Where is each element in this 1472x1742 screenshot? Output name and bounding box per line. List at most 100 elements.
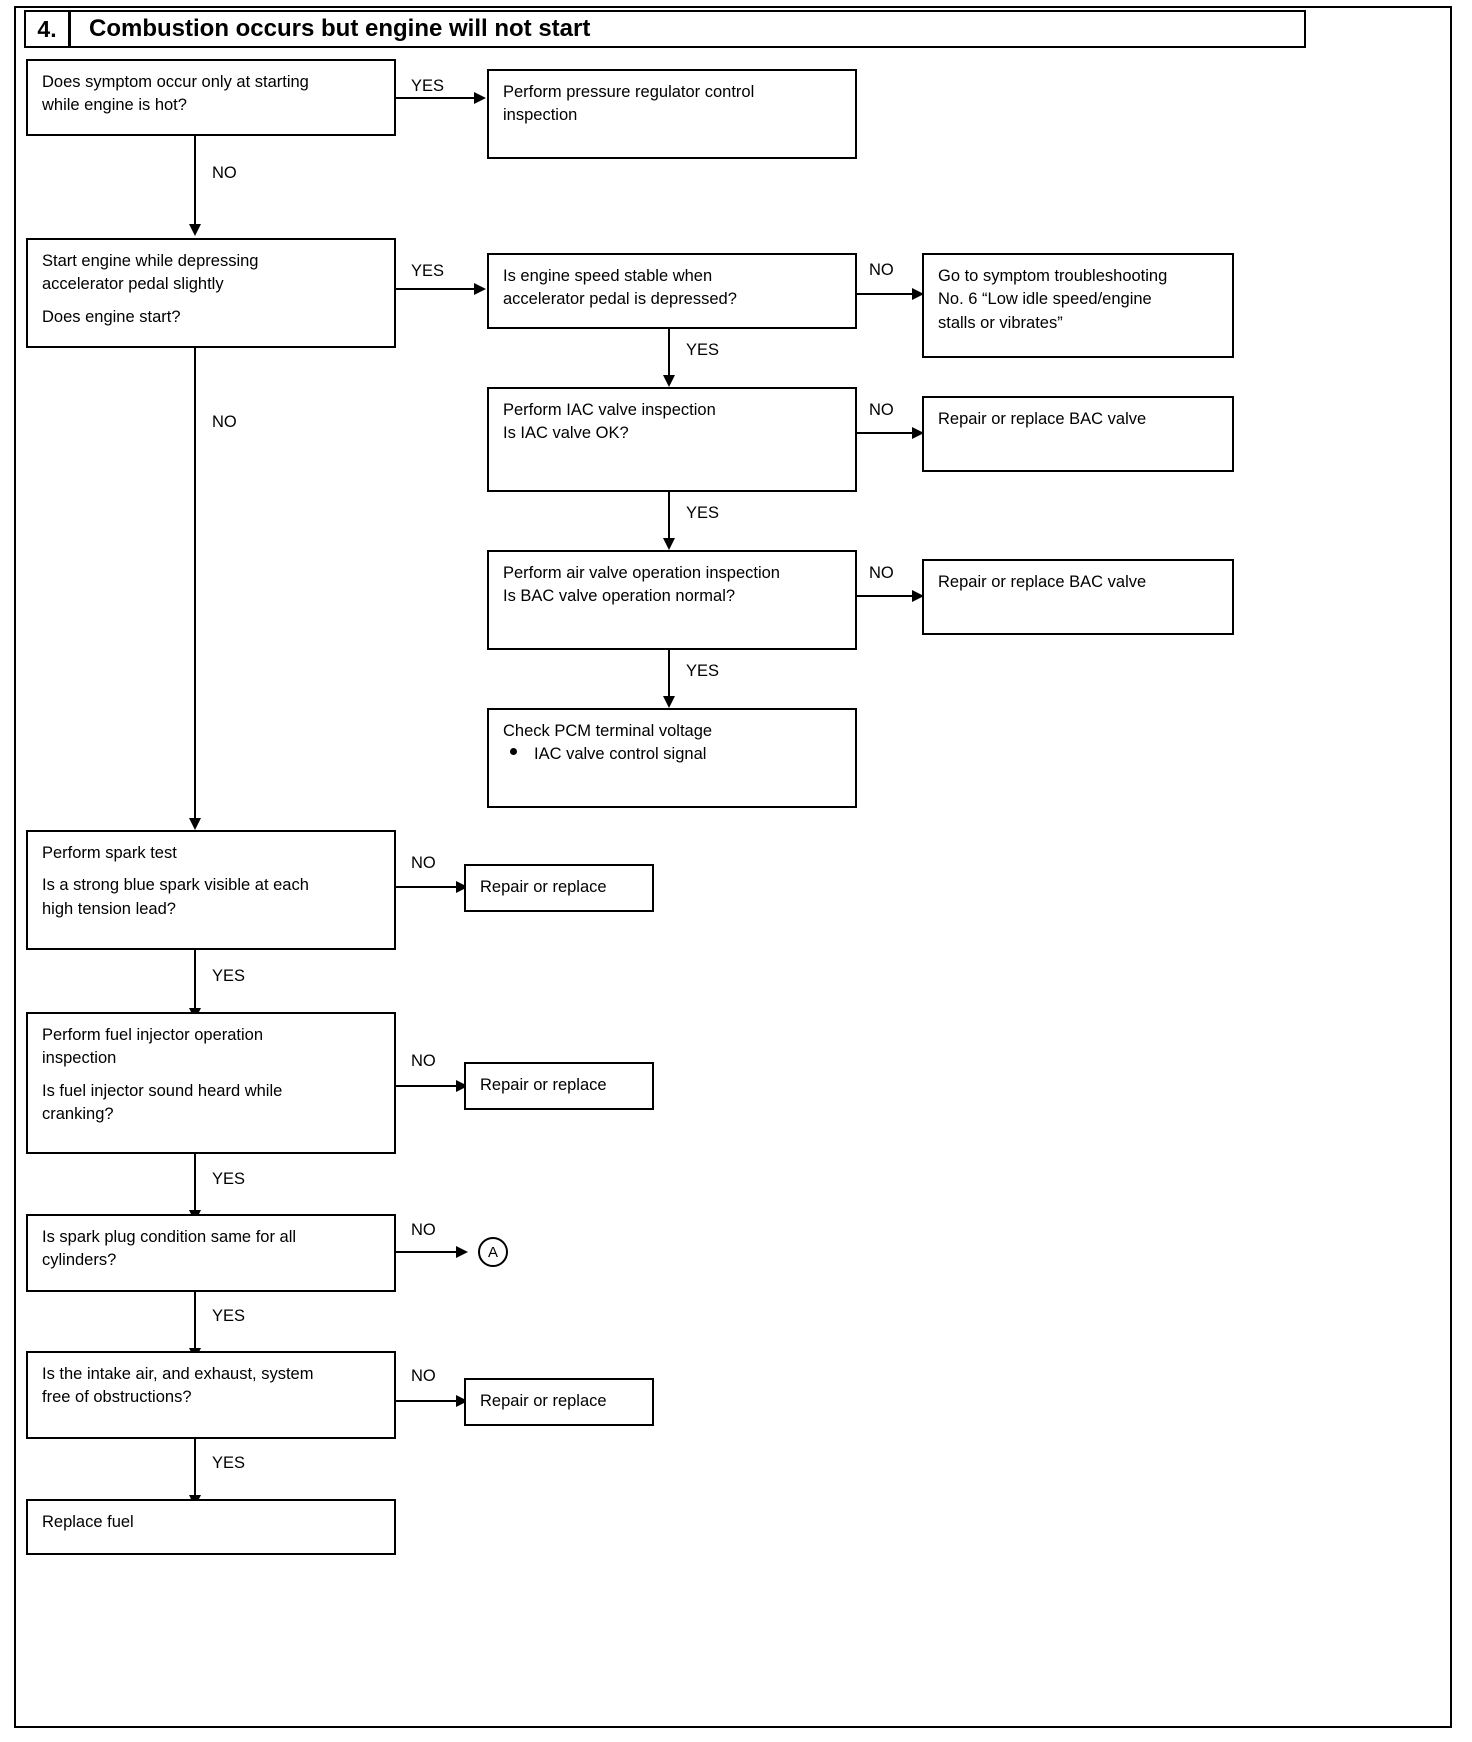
connector-a-symbol: A <box>478 1237 508 1267</box>
box-repair-or-replace-3: Repair or replace <box>464 1378 654 1426</box>
box-line: Replace fuel <box>42 1513 134 1531</box>
box-line: Perform air valve operation inspection <box>503 564 780 582</box>
edge-line <box>396 1251 459 1253</box>
edge-line <box>194 950 196 1010</box>
arrow-head-icon <box>663 696 675 708</box>
box-check-pcm-voltage: Check PCM terminal voltage IAC valve con… <box>487 708 857 808</box>
arrow-head-icon <box>456 1246 468 1258</box>
box-line: IAC valve control signal <box>534 745 707 764</box>
box-line: Start engine while depressing <box>42 252 259 270</box>
box-line: Repair or replace BAC valve <box>938 410 1147 428</box>
edge-label-yes: YES <box>212 1307 246 1325</box>
connector-a-label: A <box>487 1243 498 1261</box>
edge-label-no: NO <box>411 1367 436 1385</box>
bullet-dot-icon <box>510 748 517 756</box>
edge-line <box>396 97 474 99</box>
edge-label-no: NO <box>869 401 894 419</box>
box-line: Does engine start? <box>42 307 181 326</box>
edge-label-yes: YES <box>411 77 445 95</box>
box-line: Repair or replace <box>480 1392 607 1410</box>
box-repair-or-replace-2: Repair or replace <box>464 1062 654 1110</box>
box-line: Is a strong blue spark visible at each <box>42 876 309 895</box>
arrow-head-icon <box>663 375 675 387</box>
edge-line <box>194 136 196 226</box>
edge-label-no: NO <box>869 261 894 279</box>
box-line: Is engine speed stable when <box>503 267 713 285</box>
arrow-head-icon <box>912 427 924 439</box>
box-line: inspection <box>42 1049 117 1068</box>
box-line: Repair or replace BAC valve <box>938 573 1147 591</box>
arrow-head-icon <box>189 224 201 236</box>
edge-label-yes: YES <box>686 662 720 680</box>
box-line: accelerator pedal is depressed? <box>503 290 737 309</box>
box-line: inspection <box>503 106 578 125</box>
box-goto-symptom-no6: Go to symptom troubleshooting No. 6 “Low… <box>922 253 1234 358</box>
edge-label-yes: YES <box>212 967 246 985</box>
box-line: Repair or replace <box>480 878 607 896</box>
box-line: Does symptom occur only at starting <box>42 73 309 91</box>
page-border <box>14 6 1452 1728</box>
edge-line <box>396 886 459 888</box>
box-line: Repair or replace <box>480 1076 607 1094</box>
section-number: 4. <box>26 12 71 46</box>
page-title: Combustion occurs but engine will not st… <box>89 15 591 42</box>
box-line: Perform IAC valve inspection <box>503 401 716 419</box>
edge-label-yes: YES <box>212 1454 246 1472</box>
edge-label-no: NO <box>212 164 237 182</box>
box-line: free of obstructions? <box>42 1388 192 1407</box>
arrow-head-icon <box>189 818 201 830</box>
edge-line <box>857 293 917 295</box>
box-repair-or-replace-1: Repair or replace <box>464 864 654 912</box>
edge-label-yes: YES <box>411 262 445 280</box>
box-line: Is fuel injector sound heard while <box>42 1081 283 1100</box>
section-header: 4. Combustion occurs but engine will not… <box>24 10 1306 48</box>
box-line: high tension lead? <box>42 899 176 918</box>
box-line: Is IAC valve OK? <box>503 424 629 443</box>
edge-line <box>194 1154 196 1212</box>
box-line: Perform fuel injector operation <box>42 1026 264 1044</box>
arrow-head-icon <box>474 283 486 295</box>
edge-line <box>194 1439 196 1497</box>
edge-label-yes: YES <box>686 341 720 359</box>
box-line: stalls or vibrates” <box>938 313 1063 332</box>
box-engine-speed-stable: Is engine speed stable when accelerator … <box>487 253 857 329</box>
edge-line <box>668 329 670 377</box>
edge-line <box>668 650 670 698</box>
box-line: Is the intake air, and exhaust, system <box>42 1365 314 1383</box>
box-spark-plug-condition: Is spark plug condition same for all cyl… <box>26 1214 396 1292</box>
box-bullet-item: IAC valve control signal <box>503 743 843 766</box>
edge-label-yes: YES <box>212 1170 246 1188</box>
box-start-engine-depressing: Start engine while depressing accelerato… <box>26 238 396 348</box>
box-pressure-regulator: Perform pressure regulator control inspe… <box>487 69 857 159</box>
edge-line <box>194 348 196 820</box>
box-spark-test: Perform spark test Is a strong blue spar… <box>26 830 396 950</box>
edge-line <box>668 492 670 540</box>
edge-label-no: NO <box>411 1052 436 1070</box>
edge-line <box>396 1400 459 1402</box>
edge-label-no: NO <box>411 1221 436 1239</box>
box-line: Is BAC valve operation normal? <box>503 587 736 606</box>
arrow-head-icon <box>474 92 486 104</box>
box-line: accelerator pedal slightly <box>42 275 224 294</box>
edge-label-no: NO <box>411 854 436 872</box>
box-replace-fuel: Replace fuel <box>26 1499 396 1555</box>
box-iac-valve-inspection: Perform IAC valve inspection Is IAC valv… <box>487 387 857 492</box>
box-line: Check PCM terminal voltage <box>503 722 713 740</box>
edge-label-yes: YES <box>686 504 720 522</box>
edge-line <box>857 432 917 434</box>
edge-line <box>396 1085 459 1087</box>
box-line: No. 6 “Low idle speed/engine <box>938 290 1152 309</box>
box-line: Perform pressure regulator control <box>503 83 755 101</box>
box-line: cranking? <box>42 1105 114 1124</box>
box-intake-exhaust-obstruction: Is the intake air, and exhaust, system f… <box>26 1351 396 1439</box>
box-line: Go to symptom troubleshooting <box>938 267 1168 285</box>
box-repair-bac-valve-1: Repair or replace BAC valve <box>922 396 1234 472</box>
box-air-valve-operation: Perform air valve operation inspection I… <box>487 550 857 650</box>
box-hot-start-symptom: Does symptom occur only at starting whil… <box>26 59 396 136</box>
box-line: cylinders? <box>42 1251 117 1270</box>
edge-label-no: NO <box>212 413 237 431</box>
arrow-head-icon <box>912 288 924 300</box>
arrow-head-icon <box>912 590 924 602</box>
box-fuel-injector-operation: Perform fuel injector operation inspecti… <box>26 1012 396 1154</box>
